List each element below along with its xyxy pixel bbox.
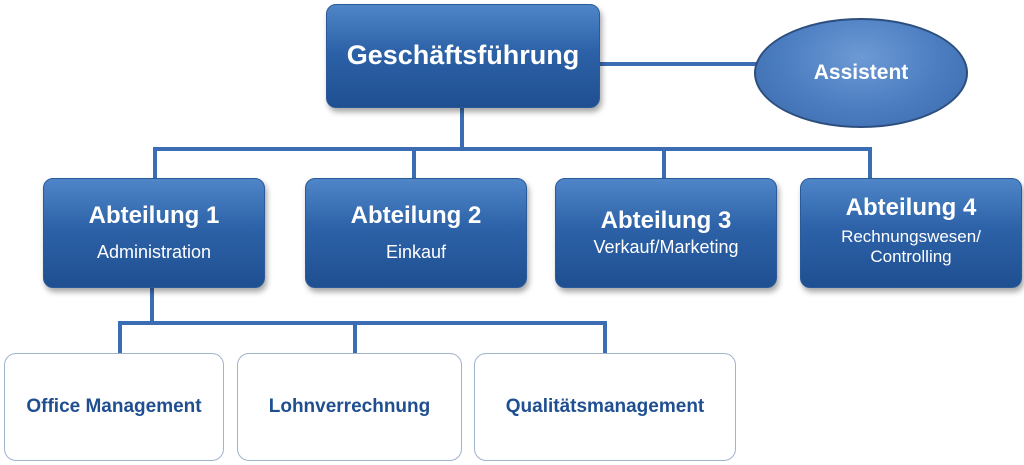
- subbox-title: Lohnverrechnung: [268, 396, 431, 417]
- box-abteilung-2[interactable]: Abteilung 2 Einkauf: [305, 178, 527, 288]
- box-geschaeftsfuehrung[interactable]: Geschäftsführung: [326, 4, 600, 108]
- box-abteilung-4[interactable]: Abteilung 4 Rechnungswesen/ Controlling: [800, 178, 1022, 288]
- box-office-management[interactable]: Office Management: [4, 353, 224, 461]
- box-qualitaetsmanagement[interactable]: Qualitätsmanagement: [474, 353, 736, 461]
- box-title: Abteilung 3: [600, 207, 732, 235]
- ellipse-assistent[interactable]: Assistent: [754, 18, 968, 128]
- box-title: Abteilung 4: [845, 194, 977, 221]
- box-subtitle-line-2: Controlling: [870, 246, 952, 266]
- box-title: Abteilung 2: [350, 202, 482, 230]
- subbox-title: Qualitätsmanagement: [505, 396, 705, 417]
- box-abteilung-3[interactable]: Abteilung 3 Verkauf/Marketing: [555, 178, 777, 288]
- box-title: Geschäftsführung: [346, 40, 580, 71]
- subbox-title: Office Management: [26, 396, 202, 417]
- box-subtitle-line-1: Rechnungswesen/: [841, 227, 981, 247]
- box-lohnverrechnung[interactable]: Lohnverrechnung: [237, 353, 462, 461]
- ellipse-title: Assistent: [813, 61, 909, 84]
- box-subtitle: Verkauf/Marketing: [593, 236, 739, 257]
- box-subtitle: Einkauf: [385, 241, 447, 262]
- box-subtitle: Administration: [96, 241, 212, 262]
- box-title: Abteilung 1: [88, 202, 220, 230]
- box-abteilung-1[interactable]: Abteilung 1 Administration: [43, 178, 265, 288]
